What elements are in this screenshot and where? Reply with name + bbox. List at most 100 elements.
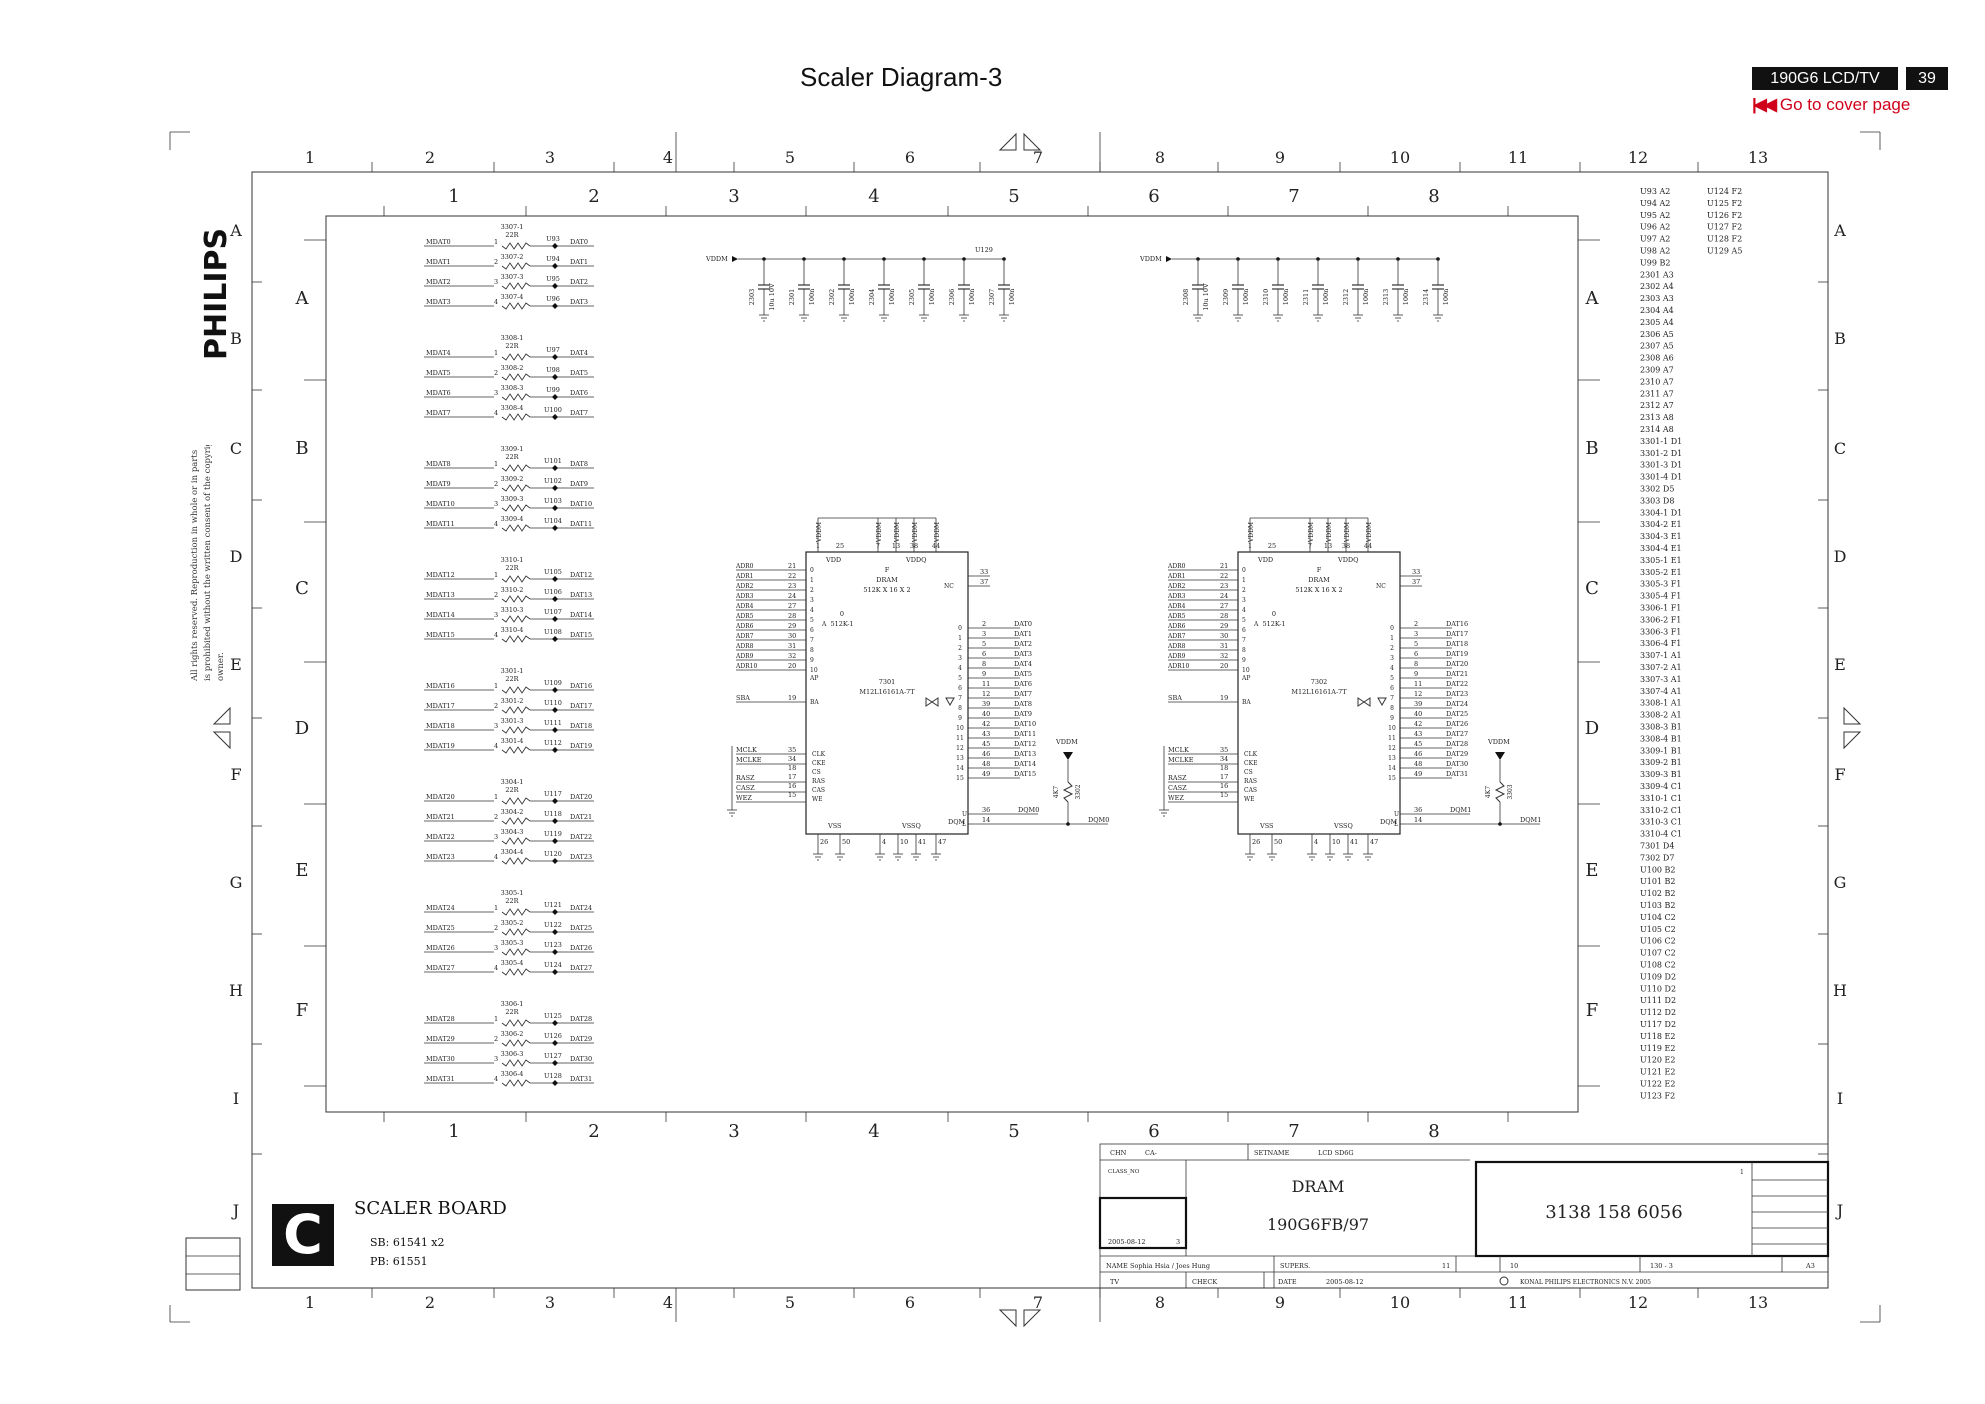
ic-part-number: M12L16161A-7T [859,688,915,696]
pin-number: 1 [958,635,962,642]
ref-entry: U99 B2 [1640,258,1670,267]
grid-row-label: H [229,981,243,1000]
pin-number: 40 [982,710,990,718]
ic-label: 512K-1 [830,620,853,628]
resistor-ref: 3309-3 [501,495,524,503]
centre-mark-icon [998,132,1042,151]
power-pin-label: VDDM [1248,522,1255,543]
resistor-ref: 3305-4 [501,959,524,967]
pin-number: 10 [1242,667,1250,674]
ref-entry: U96 A2 [1640,223,1670,232]
capacitor-value: 10u 10V [768,283,776,311]
capacitor-ref: 2301 [788,289,796,306]
ref-entry: 3306-1 F1 [1640,604,1681,613]
power-pin-label: VDDM [1326,522,1333,543]
grid-col-label: 11 [1508,1293,1528,1312]
pin-number: 6 [958,685,962,692]
net-label: DAT9 [1014,710,1032,718]
capacitor-ref: 2313 [1382,289,1390,306]
test-point-ref: U118 [544,810,562,818]
net-label: MDAT9 [426,480,451,488]
capacitor-ref: 2303 [748,289,756,306]
bus-arrow-icon [925,697,939,707]
capacitor-value: 100n [1402,289,1410,306]
ref-entry: U110 D2 [1640,984,1676,993]
name-label: NAME [1106,1262,1128,1270]
pin-number: 0 [958,625,962,632]
sheet-b: 10 [1510,1262,1518,1270]
grid-col-label: 1 [305,148,315,167]
net-label: MDAT19 [426,742,455,750]
grid-row-label: C [1585,578,1599,599]
cover-link-label: Go to cover page [1779,95,1911,114]
ref-entry: 2306 A5 [1640,330,1674,339]
net-label: MCLK [1168,746,1189,754]
net-label: MDAT4 [426,349,451,357]
test-point-ref: U97 [546,346,560,354]
net-label: DAT12 [1014,740,1036,748]
resistor-ref: 3308-1 [501,334,524,342]
resistor-ref: 3309-2 [501,475,524,483]
ref-entry: U123 F2 [1640,1091,1675,1100]
ic-organisation: 512K X 16 X 2 [1295,586,1342,594]
ref-entry: U121 E2 [1640,1068,1675,1077]
pin-number: 9 [1414,670,1418,678]
net-label: ADR6 [735,623,754,630]
net-label: VDDM [705,255,728,263]
pin-number: 43 [982,730,990,738]
pin-number: 9 [958,715,962,722]
net-label: DAT19 [1446,650,1468,658]
pin-number: 26 [820,838,828,846]
test-point-icon [552,636,558,642]
ref-entry: U126 F2 [1707,211,1742,220]
sheet-a: 11 [1442,1262,1450,1270]
net-label: MDAT1 [426,258,451,266]
power-pin-label: VDDM [816,522,823,543]
net-label: DAT25 [1446,710,1468,718]
pin-number: 1 [494,682,498,690]
ref-entry: U118 E2 [1640,1032,1675,1041]
net-label: ADR7 [1167,633,1186,640]
ref-entry: U98 A2 [1640,247,1670,256]
go-to-cover-link[interactable]: |◀◀Go to cover page [1752,95,1910,115]
net-label: MDAT12 [426,571,455,579]
pin-number: 3 [1414,630,1418,638]
net-label: MDAT23 [426,853,455,861]
ref-entry: U127 F2 [1707,223,1742,232]
test-point-ref: U99 [546,386,560,394]
net-label: MDAT7 [426,409,451,417]
pin-number: 9 [810,657,814,664]
date-value: 2005-08-12 [1326,1278,1363,1286]
drawing-frame [169,131,1881,1328]
pin-number: 8 [982,660,986,668]
grid-col-label: 13 [1748,1293,1768,1312]
pin-number: 24 [788,592,796,600]
net-label: DAT16 [570,682,592,690]
ref-entry: 3304-1 D1 [1640,508,1682,517]
ref-entry: 3304-2 E1 [1640,520,1682,529]
pin-number: 8 [1414,660,1418,668]
pin-number: 23 [788,582,796,590]
ref-entry: 3305-2 E1 [1640,568,1682,577]
pin-function: NC [1376,583,1386,590]
pin-number: 18 [1220,764,1228,772]
pin-number: 35 [1220,746,1228,754]
pin-number: 21 [1220,562,1228,570]
grid-col-label: 11 [1508,148,1528,167]
resistor-ref: 3307-2 [501,253,524,261]
resistor-icon [501,464,531,472]
ref-entry: 3304-3 E1 [1640,532,1682,541]
resistor-icon [501,968,531,976]
net-label: ADR10 [735,663,757,670]
net-label: DAT22 [570,833,592,841]
resistor-ref: 3304-4 [501,848,524,856]
pin-number: 29 [1220,622,1228,630]
resistor-icon [501,726,531,734]
net-label: DAT0 [570,238,588,246]
net-label: DAT14 [1014,760,1036,768]
capacitor-value: 10u 10V [1202,283,1210,311]
pin-function: A [1253,621,1259,628]
pin-number: 14 [1388,765,1396,772]
